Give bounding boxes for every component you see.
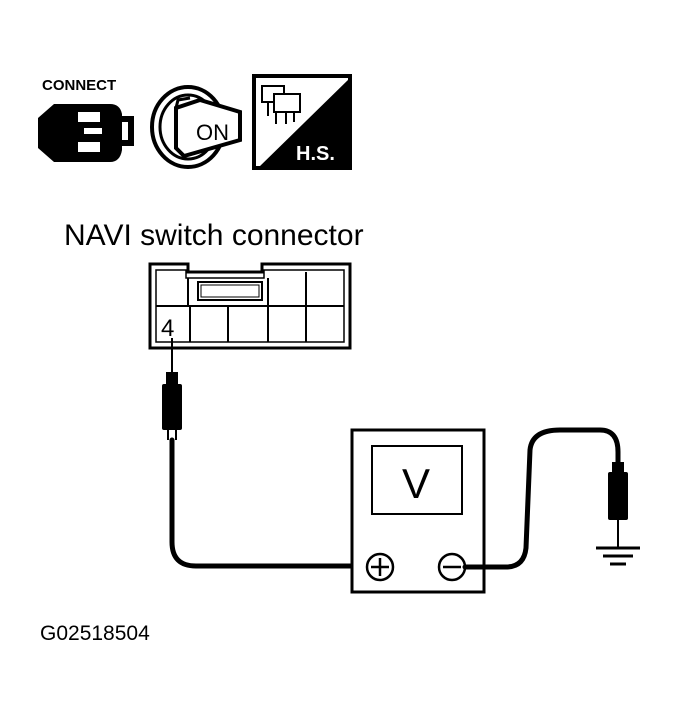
connector-title: NAVI switch connector bbox=[64, 219, 364, 252]
navi-switch-connector: 4 bbox=[148, 262, 352, 350]
voltmeter-display-label: V bbox=[402, 460, 430, 507]
connect-label: CONNECT bbox=[42, 77, 116, 94]
ground-icon bbox=[596, 546, 640, 566]
harness-connector-icon: H.S. bbox=[252, 74, 352, 170]
pin-number-label: 4 bbox=[161, 315, 174, 342]
connect-icon: CONNECT bbox=[38, 77, 134, 162]
negative-lead-wire bbox=[462, 427, 621, 570]
ignition-key-icon: ON bbox=[150, 85, 242, 169]
positive-lead-wire bbox=[169, 437, 359, 569]
positive-probe bbox=[162, 338, 182, 440]
ignition-label: ON bbox=[196, 120, 229, 145]
voltmeter: V bbox=[350, 428, 486, 594]
negative-probe bbox=[608, 462, 628, 548]
figure-code: G02518504 bbox=[40, 622, 150, 645]
harness-label: H.S. bbox=[296, 143, 335, 165]
